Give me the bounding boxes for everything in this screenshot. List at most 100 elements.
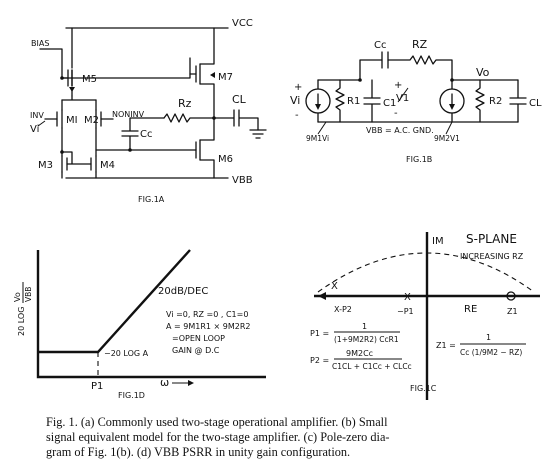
re-label: RE	[464, 304, 477, 315]
cl-cap-1a	[213, 109, 259, 131]
vbb-note: VBB = A.C. GND.	[366, 126, 434, 135]
v1-minus: -	[394, 108, 398, 119]
caption-line-3: gram of Fig. 1(b). (d) VBB PSRR in unity…	[46, 445, 350, 459]
cl-label-1b: CL	[529, 98, 542, 109]
transistor-m3	[61, 149, 68, 179]
gm1-label: 9M1Vi	[306, 134, 329, 143]
cl-label-1a: CL	[232, 93, 247, 106]
p2-lhs: P2 =	[310, 356, 329, 365]
m5-label: M5	[82, 74, 97, 85]
mirror-gate	[61, 151, 92, 165]
c1-label: C1	[383, 98, 396, 109]
z1-lhs: Z1 =	[436, 341, 456, 350]
inv-label: INV	[30, 111, 44, 120]
z1-num: 1	[486, 333, 491, 342]
figure-caption: Fig. 1. (a) Commonly used two-stage oper…	[46, 415, 390, 459]
p1-num: 1	[362, 322, 367, 331]
xp2-label: X-P2	[334, 305, 352, 314]
ylabel-pre-1d: 20 LOG	[17, 307, 26, 336]
ylabel-num-1d: Vo	[13, 292, 22, 302]
fig1a-schematic: VCC VBB BIAS M5 MI INV Vi	[30, 18, 267, 204]
fig1d-caption: FIG.1D	[118, 391, 145, 400]
current-source-gm2	[439, 79, 465, 123]
vi-minus-1b: -	[295, 110, 299, 121]
transistor-m6	[195, 117, 215, 179]
vi-plus-1b: +	[294, 82, 302, 93]
eq2-1d: A = 9M1R1 × 9M2R2	[166, 322, 251, 331]
p1-den: (1+9M2R2) CcR1	[334, 335, 399, 344]
r2-resistor	[475, 79, 485, 123]
eq3-1d: =OPEN LOOP	[172, 334, 225, 343]
current-source-gm1	[305, 79, 331, 123]
c1-cap	[363, 79, 381, 123]
neg-p1-marker: X	[404, 292, 411, 303]
p2-den: C1CL + C1Cc + CLCc	[332, 362, 412, 371]
psrr-curve	[38, 249, 191, 354]
cc-cap-1b	[381, 51, 389, 69]
x-marker-1c: X	[331, 281, 338, 292]
transistor-m1	[44, 99, 63, 151]
level-label-1d: −20 LOG A	[104, 349, 149, 358]
vcc-label: VCC	[232, 18, 253, 29]
vi-label-1a: Vi	[30, 124, 39, 135]
m3-label: M3	[38, 160, 53, 171]
z1-label: Z1	[507, 307, 518, 316]
v1-plus: +	[394, 80, 402, 91]
eq1-1d: Vi =0, RZ =0 , C1=0	[166, 310, 248, 319]
eq4-1d: GAIN @ D.C	[172, 346, 220, 355]
m7-bias-line	[61, 57, 191, 79]
p1-lhs: P1 =	[310, 329, 329, 338]
root-locus-arc	[317, 252, 535, 293]
fig1c-caption: FIG.1C	[410, 384, 437, 393]
ground-1a	[249, 129, 267, 139]
top-rail-1b	[317, 55, 519, 81]
m7-label: M7	[218, 72, 233, 83]
gm2-label: 9M2V1	[434, 134, 460, 143]
cl-cap-1b	[509, 79, 527, 123]
cc-cap-1a	[121, 117, 165, 151]
vbb-label: VBB	[232, 175, 253, 186]
z1-den: Cc (1/9M2 − RZ)	[460, 348, 522, 357]
rz-label-1a: Rz	[178, 97, 192, 110]
caption-line-1: Fig. 1. (a) Commonly used two-stage oper…	[46, 415, 388, 429]
fig1b-caption: FIG.1B	[406, 155, 432, 164]
splane-title: S-PLANE	[466, 232, 517, 246]
rz-label-1b: RZ	[412, 38, 428, 51]
bias-line	[39, 48, 69, 79]
increasing-rz: INCREASING RZ	[460, 252, 524, 261]
m2-label: M2	[84, 115, 99, 126]
bias-label: BIAS	[31, 39, 49, 48]
r1-resistor	[335, 79, 345, 123]
transistor-m5	[67, 27, 75, 97]
v1-label: V1	[396, 93, 409, 104]
slope-label: 20dB/DEC	[158, 286, 208, 297]
tail-node	[61, 95, 97, 101]
fig1c-splane: IM S-PLANE INCREASING RZ X X X-P2 −P1 RE…	[310, 232, 540, 400]
m6-label: M6	[218, 154, 233, 165]
zero-marker	[506, 291, 516, 301]
fig1a-caption: FIG.1A	[138, 195, 165, 204]
ylabel-den-1d: VBB	[24, 287, 33, 302]
fig1d-plot: 20 LOG Vo VBB 20dB/DEC Vi =0, RZ =0 , C1…	[13, 249, 266, 400]
r1-label: R1	[347, 96, 360, 107]
cc-label-1a: Cc	[140, 129, 152, 140]
cc-label-1b: Cc	[374, 40, 386, 51]
vi-label-1b: Vi	[290, 94, 300, 107]
transistor-m2	[95, 99, 131, 151]
neg-p1-label: −P1	[397, 307, 414, 316]
axes-1d	[36, 250, 266, 379]
noninv-label: NONINV	[112, 110, 145, 119]
transistor-m7	[195, 27, 215, 119]
omega-label: ω	[160, 376, 169, 389]
p2-num: 9M2Cc	[346, 349, 373, 358]
vo-label-1b: Vo	[476, 66, 490, 79]
rz-resistor-1a	[163, 113, 215, 123]
fig1b-schematic: Cc RZ Vo R1 C1 + - V1	[290, 38, 542, 164]
m4-label: M4	[100, 160, 115, 171]
caption-line-2: signal equivalent model for the two-stag…	[46, 430, 390, 444]
m1-label: MI	[66, 115, 78, 126]
p1-label-1d: P1	[91, 381, 103, 392]
transistor-m4	[90, 149, 97, 179]
im-label: IM	[432, 236, 444, 247]
